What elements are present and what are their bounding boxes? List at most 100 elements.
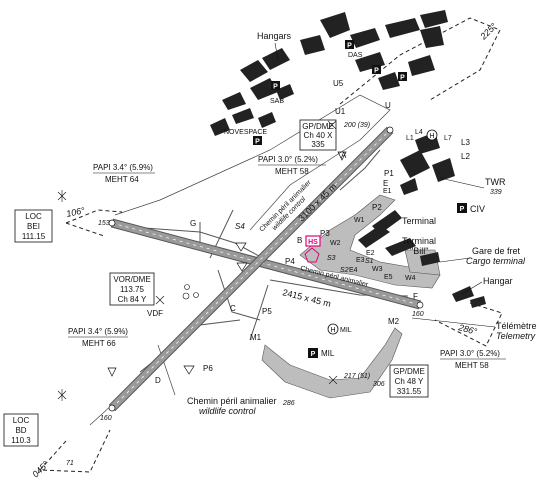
vor-dme-box: VOR/DME 113.75 Ch 84 Y	[109, 272, 155, 306]
runways	[108, 126, 422, 412]
gp-dme-top-l3: 335	[311, 140, 325, 149]
label-cargo-terminal: Cargo terminal	[466, 256, 526, 266]
papi-right-top-l1: PAPI 3.0° (5.2%)	[258, 155, 318, 164]
taxiway-l3: L3	[461, 138, 470, 147]
beacon-icon	[327, 120, 337, 130]
threshold-circle	[108, 219, 116, 227]
taxiway-p3: P3	[320, 229, 330, 238]
label-terminal: Terminal	[402, 216, 436, 226]
papi-left-top-l1: PAPI 3.4° (5.9%)	[93, 163, 153, 172]
runway-045-225	[108, 126, 394, 412]
label-civ: CIV	[470, 204, 485, 214]
beacon-icon	[57, 190, 67, 202]
papi-left-bottom-l2: MEHT 66	[82, 339, 116, 348]
papi-right-top: PAPI 3.0° (5.2%) MEHT 58	[258, 155, 326, 176]
vor-dme-l2: 113.75	[120, 285, 144, 294]
taxiway-w2: W2	[330, 240, 341, 247]
parking-badge: P	[372, 65, 381, 75]
papi-right-top-l2: MEHT 58	[275, 167, 309, 176]
taxiway-l2: L2	[461, 152, 470, 161]
svg-text:P: P	[347, 43, 352, 50]
mil-helipad: H MIL	[327, 323, 352, 335]
label-hangars-top: Hangars	[257, 31, 292, 41]
taxiway-g: G	[190, 219, 196, 228]
taxiway-p2: P2	[372, 203, 382, 212]
thr-153: 153	[98, 220, 110, 227]
taxiway-l7: L7	[444, 135, 452, 142]
label-terminal-bill-1: Terminal	[402, 236, 436, 246]
heading-106: 106°	[65, 205, 86, 219]
taxiway-e2: E2	[366, 250, 375, 257]
mil-heli-h: H	[330, 327, 335, 334]
taxiway-s1: S1	[365, 258, 374, 265]
label-mil-badge: MIL	[321, 349, 335, 358]
label-twr: TWR	[485, 177, 506, 187]
taxiway-d: D	[155, 376, 161, 385]
taxiway-b: B	[297, 236, 302, 245]
svg-text:P: P	[255, 139, 260, 146]
gp-dme-top-box: GP/DME Ch 40 X 335	[299, 119, 337, 151]
taxiway-p4: P4	[285, 257, 295, 266]
taxiway-p6: P6	[203, 364, 213, 373]
parking-badge: P	[253, 136, 262, 146]
taxiway-labels: G S4 B P3 P4 P5 P6 P1 P2 C D E F A E1 E2…	[155, 79, 470, 385]
gp-dme-bottom-l3: 331.55	[397, 387, 422, 396]
mil-heli-label: MIL	[340, 327, 352, 334]
beacon-icon	[155, 295, 165, 305]
taxiway-m1: M1	[250, 333, 262, 342]
beacon-icon	[57, 389, 67, 401]
triangle-marker-icon	[236, 262, 248, 272]
parking-badge: P	[457, 203, 467, 213]
papi-right-bottom: PAPI 3.0° (5.2%) MEHT 58	[440, 349, 506, 370]
threshold-circle	[108, 404, 116, 412]
loc-bd-box: LOC BD 110.3	[3, 413, 39, 447]
label-gare-de-fret: Gare de fret	[472, 246, 521, 256]
taxiway-m2: M2	[388, 317, 400, 326]
papi-left-bottom-l1: PAPI 3.4° (5.9%)	[68, 327, 128, 336]
papi-left-bottom: PAPI 3.4° (5.9%) MEHT 66	[68, 327, 128, 348]
heading-045: 045°	[30, 459, 51, 480]
helipad: HS	[304, 235, 321, 263]
thr-160-right: 160	[412, 311, 424, 318]
taxiway-c: C	[230, 304, 236, 313]
taxiway-p1: P1	[384, 169, 394, 178]
triangle-marker-icon	[235, 242, 247, 252]
vor-dme-l3: Ch 84 Y	[118, 295, 147, 304]
taxiway-e: E	[383, 179, 388, 188]
loc-bei-l1: LOC	[25, 212, 42, 221]
loc-bei-l3: 111.15	[22, 232, 46, 241]
taxiway-s4: S4	[235, 222, 245, 231]
parking-badges: P P P P P P P	[253, 40, 467, 358]
threshold-circle	[416, 301, 424, 309]
elev-200-39: 200 (39)	[343, 122, 370, 129]
thr-160-left: 160	[100, 415, 112, 422]
threshold-circle	[386, 126, 394, 134]
triangle-marker-icon	[183, 365, 195, 375]
vor-dme-l1: VOR/DME	[113, 275, 150, 284]
label-telemetre: Télémètre	[496, 321, 537, 331]
taxiway-w4: W4	[405, 275, 416, 282]
tree-icon	[193, 292, 199, 298]
taxiway-e1: E1	[383, 188, 392, 195]
papi-left-top: PAPI 3.4° (5.9%) MEHT 64	[93, 163, 155, 184]
heliport-h: H	[426, 129, 438, 141]
papi-right-bottom-l1: PAPI 3.0° (5.2%)	[440, 349, 500, 358]
taxiway-e3: E3	[356, 257, 365, 264]
svg-text:P: P	[400, 75, 405, 82]
taxiway-p5: P5	[262, 307, 272, 316]
taxiway-e5: E5	[384, 274, 393, 281]
taxiway-f: F	[413, 292, 418, 301]
parking-badge: P	[345, 40, 354, 50]
gp-dme-top-l1: GP/DME	[302, 122, 334, 131]
runway-cross-dims: 2415 x 45 m	[282, 287, 332, 309]
taxiway-l1: L1	[406, 135, 414, 142]
taxiway-w1: W1	[354, 217, 365, 224]
svg-text:P: P	[374, 68, 379, 75]
chemin-top-l1: Chemin péril animalier	[258, 179, 313, 234]
markers	[57, 120, 424, 412]
gp-dme-bottom-box: GP/DME Ch 48 Y 331.55	[389, 364, 429, 398]
triangle-marker-icon	[337, 151, 347, 161]
taxiway-s3: S3	[327, 255, 336, 262]
loc-bei-l2: BEI	[27, 222, 40, 231]
